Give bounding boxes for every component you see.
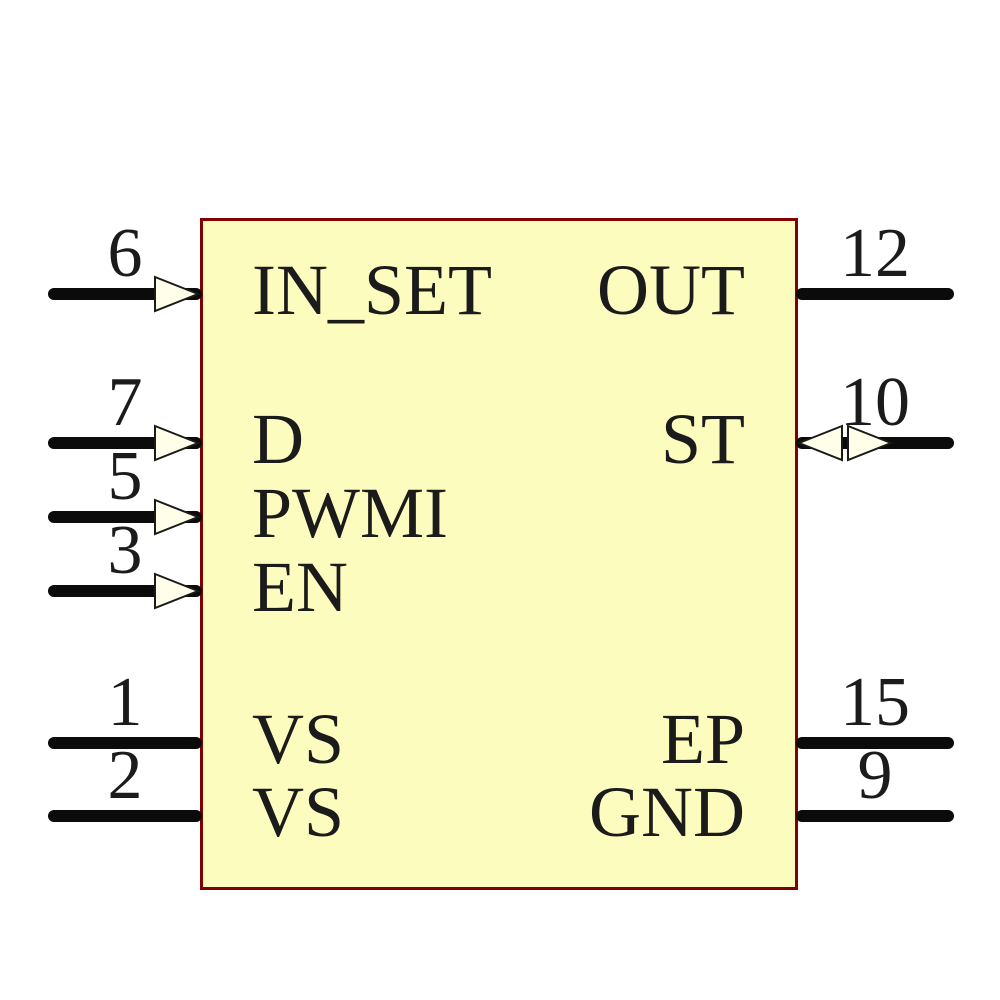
pin-label: EP: [660, 699, 745, 779]
pin-wire[interactable]: [796, 737, 954, 749]
symbol-body[interactable]: [200, 218, 798, 890]
input-arrow-icon: [154, 275, 200, 313]
pin-label: IN_SET: [252, 250, 492, 330]
pin-wire[interactable]: [48, 737, 202, 749]
pin-wire[interactable]: [796, 288, 954, 300]
pin-label: VS: [252, 772, 345, 852]
pin-label: ST: [660, 399, 745, 479]
pin-number: 9: [857, 737, 893, 814]
pin-number: 12: [840, 215, 910, 292]
pin-label: EN: [252, 547, 348, 627]
pin-number: 10: [840, 364, 910, 441]
pin-wire[interactable]: [48, 810, 202, 822]
bidirectional-arrow-icon: [797, 424, 893, 462]
pin-number: 5: [107, 438, 143, 515]
input-arrow-icon: [154, 424, 200, 462]
pin-label: GND: [589, 772, 745, 852]
pin-label: VS: [252, 699, 345, 779]
pin-number: 15: [840, 664, 910, 741]
input-arrow-icon: [154, 572, 200, 610]
pin-label: PWMI: [252, 473, 448, 553]
pin-number: 1: [107, 664, 143, 741]
pin-number: 3: [107, 512, 143, 589]
pin-number: 6: [107, 215, 143, 292]
input-arrow-icon: [154, 498, 200, 536]
pin-wire[interactable]: [796, 810, 954, 822]
pin-number: 7: [107, 364, 143, 441]
pin-number: 2: [107, 737, 143, 814]
pin-label: OUT: [597, 250, 745, 330]
pin-label: D: [252, 399, 304, 479]
